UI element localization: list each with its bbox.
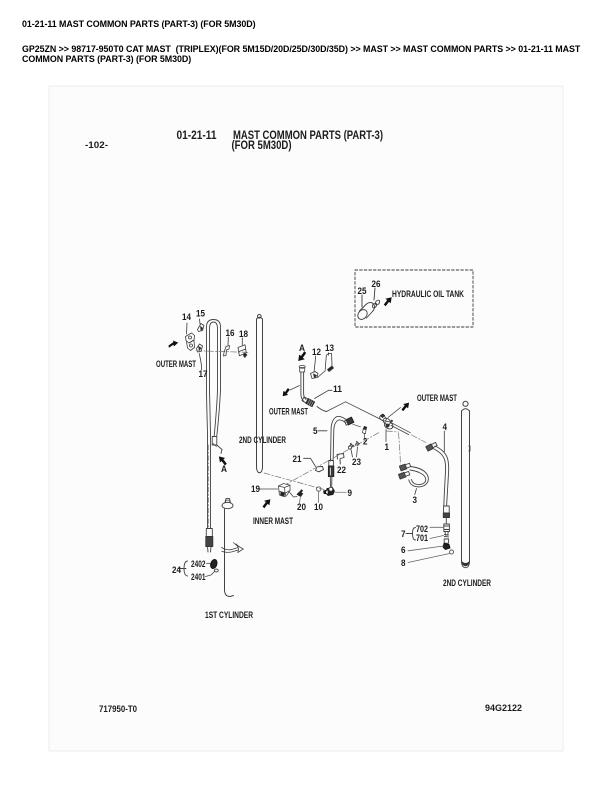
svg-text:OUTER MAST: OUTER MAST: [269, 407, 308, 417]
svg-text:A: A: [299, 343, 305, 353]
svg-text:26: 26: [372, 279, 381, 289]
svg-text:2401: 2401: [191, 572, 206, 582]
svg-text:717950-T0: 717950-T0: [99, 704, 137, 714]
svg-text:01-21-11: 01-21-11: [177, 128, 217, 142]
svg-text:7: 7: [401, 529, 406, 539]
svg-text:17: 17: [199, 369, 208, 379]
svg-text:10: 10: [314, 502, 323, 512]
svg-text:2: 2: [363, 437, 368, 447]
svg-text:19: 19: [251, 484, 260, 494]
svg-text:3: 3: [413, 495, 418, 505]
svg-text:13: 13: [325, 343, 334, 353]
svg-text:702: 702: [416, 524, 428, 534]
svg-text:2ND CYLINDER: 2ND CYLINDER: [239, 435, 286, 445]
svg-text:18: 18: [239, 329, 248, 339]
svg-text:11: 11: [333, 384, 342, 394]
svg-text:23: 23: [352, 457, 361, 467]
svg-text:-102-: -102-: [85, 140, 108, 150]
svg-text:20: 20: [297, 502, 306, 512]
svg-text:16: 16: [226, 328, 235, 338]
svg-text:OUTER MAST: OUTER MAST: [417, 393, 457, 403]
svg-text:(FOR 5M30D): (FOR 5M30D): [232, 138, 292, 152]
svg-text:9: 9: [348, 488, 353, 498]
svg-text:INNER MAST: INNER MAST: [253, 516, 293, 526]
svg-text:701: 701: [416, 533, 428, 543]
svg-text:15: 15: [196, 309, 205, 319]
svg-text:8: 8: [401, 558, 406, 568]
svg-text:14: 14: [182, 312, 192, 322]
svg-text:HYDRAULIC OIL TANK: HYDRAULIC OIL TANK: [392, 289, 464, 299]
svg-text:12: 12: [312, 347, 321, 357]
svg-text:1: 1: [385, 442, 390, 452]
svg-text:94G2122: 94G2122: [485, 703, 522, 713]
svg-text:A: A: [221, 464, 227, 474]
svg-text:1ST CYLINDER: 1ST CYLINDER: [205, 610, 253, 620]
svg-text:OUTER MAST: OUTER MAST: [156, 359, 196, 369]
svg-text:25: 25: [358, 286, 367, 296]
svg-text:5: 5: [313, 426, 318, 436]
svg-text:24: 24: [172, 565, 182, 575]
svg-text:2402: 2402: [191, 559, 206, 569]
svg-text:4: 4: [443, 422, 448, 432]
svg-text:6: 6: [401, 545, 406, 555]
svg-text:MAST COMMON PARTS (PART-3): MAST COMMON PARTS (PART-3): [233, 128, 383, 142]
svg-text:22: 22: [337, 465, 346, 475]
svg-text:21: 21: [293, 454, 302, 464]
svg-text:2ND CYLINDER: 2ND CYLINDER: [443, 578, 491, 588]
